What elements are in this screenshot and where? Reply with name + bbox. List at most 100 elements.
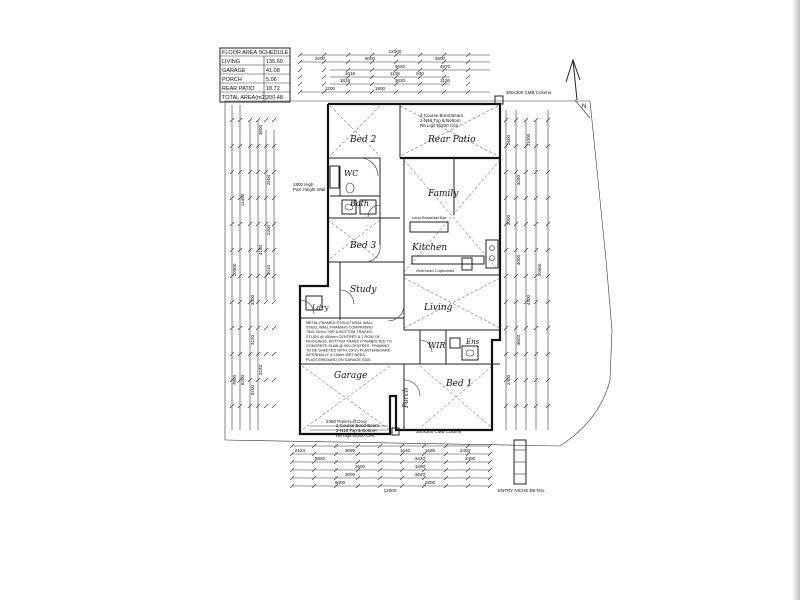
dimension-tick bbox=[393, 81, 399, 87]
dimension-tick bbox=[533, 143, 539, 149]
garage-wall-note-line: INTERNALLY & 10mm WET AREA bbox=[306, 353, 365, 357]
dimension-tick bbox=[263, 273, 269, 279]
dimension-label: 6000 bbox=[365, 56, 376, 61]
dimension-label: 7800 bbox=[232, 374, 237, 385]
ceiling-diagonals bbox=[301, 105, 501, 431]
dimension-label: 2200 bbox=[315, 56, 326, 61]
dimension-label: 2400 bbox=[506, 374, 511, 385]
dimension-tick bbox=[289, 467, 295, 473]
entry-niche-detail bbox=[513, 439, 527, 485]
dimension-tick bbox=[503, 403, 509, 409]
dimension-tick bbox=[369, 52, 375, 58]
schedule-label-living: LIVING bbox=[222, 59, 240, 65]
dimension-label: 5200 bbox=[250, 384, 255, 395]
dimension-tick bbox=[513, 273, 519, 279]
dimension-tick bbox=[297, 59, 303, 65]
dimension-tick bbox=[311, 451, 317, 457]
garage-door bbox=[310, 425, 388, 431]
dimension-label: 3120 bbox=[250, 334, 255, 345]
dimension-tick bbox=[545, 143, 551, 149]
dimension-tick bbox=[545, 299, 551, 305]
note-column-front: 300x300 CMB Column bbox=[416, 429, 462, 434]
dimension-tick bbox=[355, 459, 361, 465]
garage-wall-note-line: NOGGINGS. BOTTOM TRACK DYNABOLTED TO bbox=[306, 339, 392, 343]
dimension-tick bbox=[345, 52, 351, 58]
dimension-tick bbox=[271, 325, 277, 331]
dimension-tick bbox=[229, 221, 235, 227]
dimension-label: 1018 bbox=[345, 71, 356, 76]
dimension-tick bbox=[263, 195, 269, 201]
dimension-tick bbox=[487, 443, 493, 449]
note-rear-beam-2: 2-N16 Top & Bottom bbox=[420, 118, 461, 123]
dimension-tick bbox=[393, 67, 399, 73]
dimension-tick bbox=[255, 117, 261, 123]
dimension-tick bbox=[229, 273, 235, 279]
dimension-tick bbox=[311, 483, 317, 489]
room-bed1: Bed 1 bbox=[445, 379, 472, 389]
room-garage: Garage bbox=[334, 371, 367, 381]
dimension-tick bbox=[417, 67, 423, 73]
schedule-value-living: 135.60 bbox=[266, 59, 283, 65]
dimension-tick bbox=[229, 117, 235, 123]
dimension-tick bbox=[545, 169, 551, 175]
dimension-tick bbox=[487, 451, 493, 457]
dimension-tick bbox=[503, 325, 509, 331]
dimension-tick bbox=[321, 59, 327, 65]
dimension-tick bbox=[533, 299, 539, 305]
dimension-tick bbox=[523, 351, 529, 357]
note-garage-door: 2350 Panel Lift Door bbox=[326, 419, 368, 424]
dimension-label: 3000 bbox=[506, 214, 511, 225]
dimension-tick bbox=[513, 351, 519, 357]
dimension-tick bbox=[393, 52, 399, 58]
dimension-tick bbox=[229, 325, 235, 331]
room-porch: Porch bbox=[402, 388, 410, 409]
north-arrow-icon: N bbox=[565, 58, 591, 119]
dimension-tick bbox=[513, 325, 519, 331]
schedule-label-rear-patio: REAR PATIO bbox=[222, 86, 255, 92]
dimension-tick bbox=[271, 195, 277, 201]
dimension-tick bbox=[523, 143, 529, 149]
dimension-tick bbox=[237, 169, 243, 175]
dimension-tick bbox=[393, 89, 399, 95]
dimension-tick bbox=[263, 325, 269, 331]
dimension-tick bbox=[523, 117, 529, 123]
dimension-tick bbox=[417, 89, 423, 95]
note-rear-beam-1: 2 Course Bond Beam bbox=[420, 113, 463, 118]
dimension-tick bbox=[487, 467, 493, 473]
dimension-tick bbox=[271, 377, 277, 383]
garage-wall-note-line: METAL FRAMED STRUCTURAL WALL bbox=[306, 321, 373, 325]
dimension-tick bbox=[503, 195, 509, 201]
dimension-tick bbox=[523, 325, 529, 331]
dimension-tick bbox=[545, 273, 551, 279]
dimension-label: 3300 bbox=[250, 294, 255, 305]
exterior-walls bbox=[298, 102, 502, 436]
room-living: Living bbox=[423, 303, 453, 313]
schedule-value-garage: 41.08 bbox=[266, 68, 280, 74]
dimension-tick bbox=[289, 475, 295, 481]
dimension-tick bbox=[377, 459, 383, 465]
dimension-tick bbox=[443, 467, 449, 473]
dimension-tick bbox=[487, 483, 493, 489]
dimension-tick bbox=[263, 117, 269, 123]
north-label: N bbox=[582, 104, 586, 110]
dimension-tick bbox=[513, 195, 519, 201]
dimension-tick bbox=[237, 247, 243, 253]
dimension-tick bbox=[271, 403, 277, 409]
dimension-label: 1136 bbox=[440, 78, 450, 83]
dimension-tick bbox=[271, 221, 277, 227]
dimension-label: 3420 bbox=[415, 456, 426, 461]
dimension-tick bbox=[263, 169, 269, 175]
dimension-label: 12000 bbox=[389, 49, 402, 54]
dimension-tick bbox=[333, 451, 339, 457]
dimension-tick bbox=[229, 247, 235, 253]
note-entry-detail: ENTRY NICHE DETAIL bbox=[498, 488, 546, 493]
dimension-label: 3620 bbox=[516, 334, 521, 345]
dimension-tick bbox=[311, 475, 317, 481]
dimension-tick bbox=[441, 52, 447, 58]
dimension-tick bbox=[421, 483, 427, 489]
dimension-tick bbox=[523, 299, 529, 305]
dimension-label: 1640 bbox=[400, 448, 411, 453]
dimension-tick bbox=[247, 247, 253, 253]
